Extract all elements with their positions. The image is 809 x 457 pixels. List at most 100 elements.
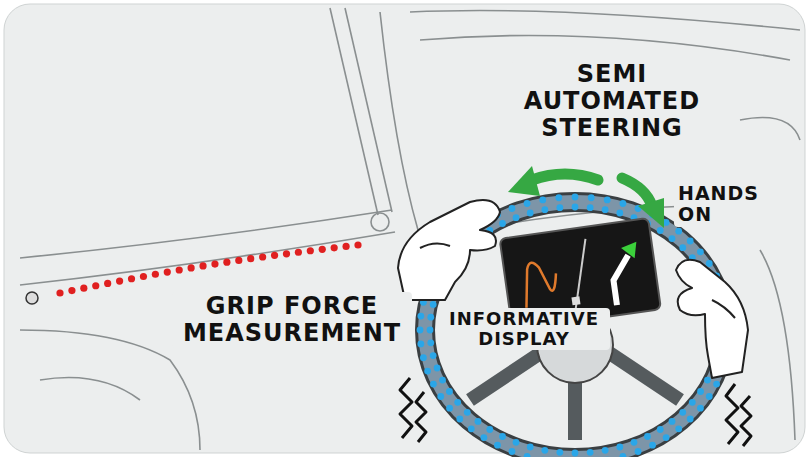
sensor-dot [541,447,548,454]
sensor-dot [223,259,230,266]
sensor-dot [663,434,670,441]
sensor-dot [283,250,290,257]
sensor-dot [555,194,562,201]
vibration-zigzag [416,392,426,442]
sensor-dot [509,448,516,455]
sensor-dot [342,243,349,250]
sensor-dot [509,205,516,212]
sensor-dot [588,194,595,201]
grip-sensor-dots [56,241,361,296]
sensor-dot [354,241,361,248]
callout-label: GRIP FORCE MEASUREMENT [172,292,412,348]
sensor-dot [427,339,434,346]
sensor-dot [635,448,642,455]
sensor-dot [616,444,623,451]
sensor-dot [697,405,704,412]
sensor-dot [446,405,453,412]
display-arrow-head [621,242,639,260]
sensor-dot [427,314,434,321]
sensor-dot [649,442,656,449]
sensor-dot [430,352,437,359]
sensor-dot [644,433,651,440]
sensor-dot [295,249,302,256]
sensor-dot [188,264,195,271]
door-line [40,378,140,401]
sensor-dot [524,453,531,457]
sensor-dot [679,244,686,251]
sensor-dot [176,266,183,273]
sensor-dot [704,377,711,384]
sensor-dot [430,301,437,308]
sensor-dot [199,262,206,269]
steer-left-arrow [532,174,598,180]
steering-arrows [508,166,664,228]
sensor-dot [706,260,713,267]
windshield-edge [380,12,418,230]
sensor-dot [616,210,623,217]
sensor-dot [669,235,676,242]
steer-left-head [508,166,540,196]
steer-right-arrow [622,178,652,206]
sensor-dot [417,327,424,334]
sensor-dot [631,439,638,446]
sensor-dot [602,206,609,213]
sensor-dot [456,416,463,423]
sensor-dot [80,285,87,292]
sensor-dot [697,248,704,255]
sensor-dot [116,277,123,284]
sensor-dot [587,204,594,211]
sensor-dot [480,434,487,441]
sensor-dot [513,214,520,221]
sensor-dot [706,393,713,400]
sensor-dot [697,388,704,395]
sensor-dot [464,409,471,416]
sensor-dot [587,449,594,456]
sensor-dot [104,280,111,287]
door-line [20,330,200,450]
sensor-dot [675,425,682,432]
sensor-dot [604,197,611,204]
a-pillar-line [330,8,378,215]
mirror-line [740,118,800,141]
sensor-dot [713,381,720,388]
sensor-dot [527,210,534,217]
sensor-dot [417,341,424,348]
sensor-dot [556,449,563,456]
glove-crease [712,300,735,318]
sensor-dot [430,381,437,388]
left-glove [398,200,500,300]
sensor-dot [437,393,444,400]
sensor-dot [468,425,475,432]
sensor-dot [527,444,534,451]
sensor-dot [307,247,314,254]
vibration-zigzag [726,384,738,444]
sensor-dot [439,377,446,384]
sensor-dot [454,399,461,406]
sensor-dot [417,313,424,320]
roof-line [410,10,800,30]
sensor-dot [687,238,694,245]
screw-head [26,292,38,304]
pillar-bolt [371,213,389,231]
sensor-dot [572,450,579,457]
sensor-dot [657,426,664,433]
console-line [760,250,795,440]
display-car-icon [571,296,580,305]
sensor-dot [541,206,548,213]
sensor-dot [420,354,427,361]
sensor-dot [486,426,493,433]
vibration-marks [400,378,751,446]
label-text: GRIP FORCE MEASUREMENT [172,292,412,348]
sensor-dot [499,220,506,227]
sensor-dot [475,418,482,425]
sensor-dot [211,260,218,267]
sensor-dot [424,368,431,375]
right-glove [676,260,748,378]
sensor-dot [271,252,278,259]
dashboard-line [20,210,392,258]
label-text: SEMI AUTOMATED STEERING [512,60,712,143]
sensor-dot [494,442,501,449]
sketch-panel [4,4,805,453]
sensor-dot [679,409,686,416]
